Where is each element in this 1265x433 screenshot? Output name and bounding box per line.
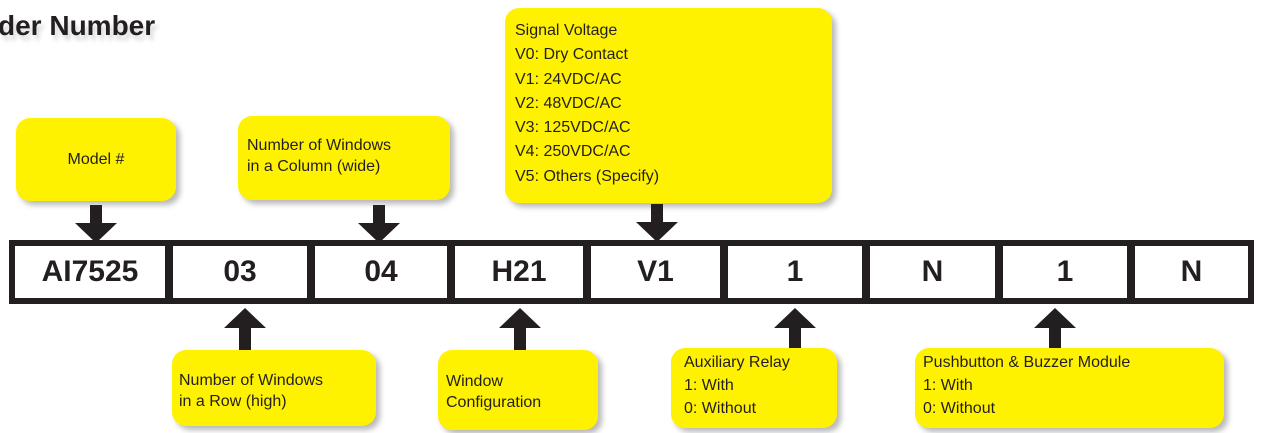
up-arrow-icon [224, 308, 266, 350]
pushbutton-label-line-1: Pushbutton & Buzzer Module [923, 354, 1131, 371]
voltage-label-line-4: V2: 48VDC/AC [515, 94, 622, 112]
order-code-bar: AI7525 03 04 H21 V1 1 N 1 N [9, 240, 1254, 304]
rows-label-box: Number of Windows in a Row (high) [172, 350, 376, 426]
pushbutton-label-line-3: 0: Without [923, 400, 996, 417]
down-arrow-icon [636, 204, 678, 242]
voltage-label-line-1: Signal Voltage [515, 22, 618, 39]
voltage-label-box: Signal Voltage V0: Dry Contact V1: 24VDC… [505, 8, 832, 203]
code-segment-configuration: H21 [455, 246, 583, 298]
voltage-label-line-5: V3: 125VDC/AC [515, 119, 631, 137]
code-segment-relay: 1 [728, 246, 862, 298]
columns-label-line-1: Number of Windows [247, 137, 392, 154]
columns-label-line-2: in a Column (wide) [247, 158, 381, 175]
model-label-box: Model # [16, 118, 176, 201]
code-segment-columns: 04 [315, 246, 447, 298]
code-segment-model: AI7525 [15, 246, 165, 298]
voltage-label-line-2: V0: Dry Contact [515, 46, 628, 64]
voltage-label-line-7: V5: Others (Specify) [515, 167, 660, 185]
code-segment-pushbutton: 1 [1003, 246, 1127, 298]
rows-label-line-1: Number of Windows [179, 372, 324, 389]
relay-label-box: Auxiliary Relay 1: With 0: Without [671, 348, 837, 428]
config-label-line-1: Window [446, 373, 503, 390]
model-label: Model # [67, 151, 125, 168]
relay-label-line-2: 1: With [684, 377, 734, 394]
voltage-label-line-6: V4: 250VDC/AC [515, 143, 631, 161]
config-label-line-2: Configuration [446, 394, 542, 411]
voltage-label-line-3: V1: 24VDC/AC [515, 70, 622, 88]
relay-label-line-3: 0: Without [684, 400, 757, 417]
relay-label-line-1: Auxiliary Relay [684, 354, 790, 371]
up-arrow-icon [499, 308, 541, 350]
columns-label-box: Number of Windows in a Column (wide) [238, 116, 450, 200]
code-segment-n2: N [1135, 246, 1248, 298]
code-segment-n1: N [870, 246, 995, 298]
pushbutton-label-box: Pushbutton & Buzzer Module 1: With 0: Wi… [915, 348, 1224, 428]
up-arrow-icon [1034, 308, 1076, 350]
down-arrow-icon [358, 205, 400, 243]
up-arrow-icon [774, 308, 816, 350]
code-segment-voltage: V1 [591, 246, 720, 298]
down-arrow-icon [75, 205, 117, 243]
code-segment-rows: 03 [173, 246, 307, 298]
page-title: der Number [0, 10, 156, 41]
rows-label-line-2: in a Row (high) [179, 393, 287, 410]
pushbutton-label-line-2: 1: With [923, 377, 973, 394]
config-label-box: Window Configuration [438, 350, 598, 430]
